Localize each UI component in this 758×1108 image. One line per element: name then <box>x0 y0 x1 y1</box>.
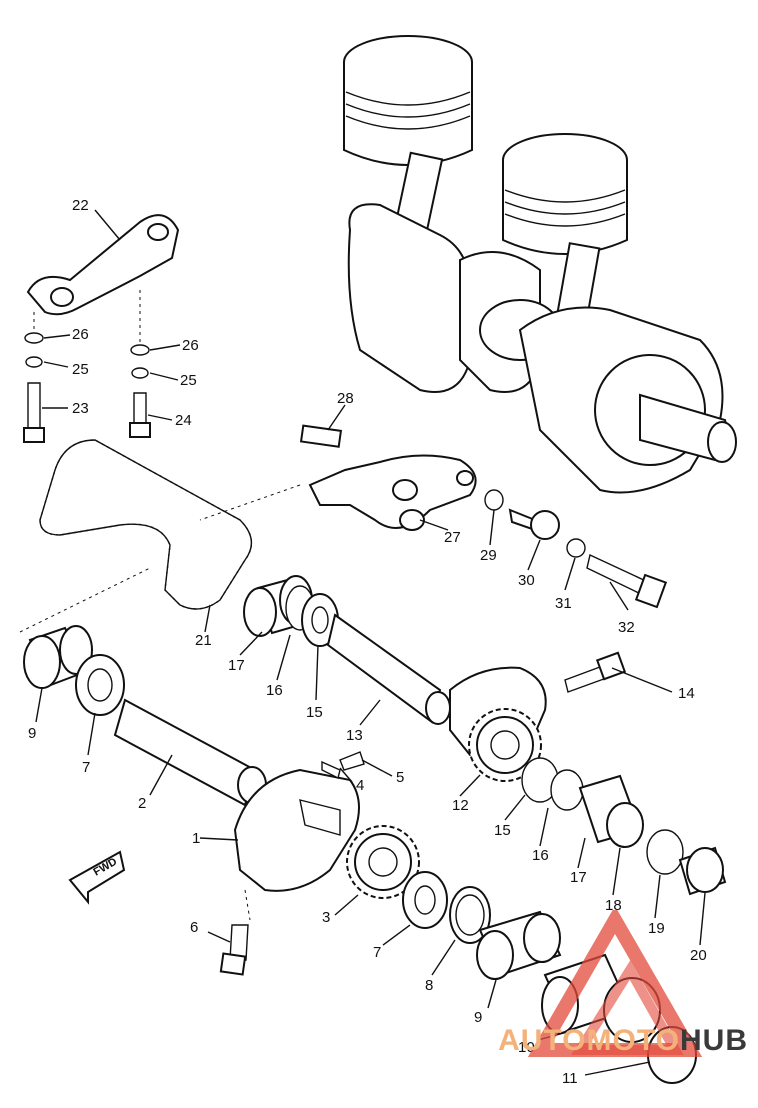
callout-25b: 25 <box>180 372 197 389</box>
leader-lines <box>35 209 706 1076</box>
watermark-text-part2: HUB <box>680 1024 748 1057</box>
callout-7a: 7 <box>82 759 90 776</box>
callout-18: 18 <box>605 897 622 914</box>
callout-28: 28 <box>337 390 354 407</box>
crankshaft <box>347 203 737 494</box>
callout-15b: 15 <box>494 822 511 839</box>
callout-27: 27 <box>444 529 461 546</box>
holder-1 <box>233 751 365 892</box>
watermark-logo <box>527 910 703 1057</box>
callout-29: 29 <box>480 547 497 564</box>
tensioner-arm <box>26 214 180 316</box>
watermark-text: AUTOMOTOHUB <box>498 1024 748 1058</box>
watermark-text-part1: AUTOMOTO <box>498 1024 680 1057</box>
right-bearing-parts <box>521 757 727 896</box>
callout-25a: 25 <box>72 361 89 378</box>
callout-9a: 9 <box>28 725 36 742</box>
sprocket-3 <box>346 825 420 899</box>
callout-23: 23 <box>72 400 89 417</box>
callout-17a: 17 <box>228 657 245 674</box>
callout-11: 11 <box>562 1070 578 1087</box>
callout-16a: 16 <box>266 682 283 699</box>
washers-bolts-left <box>23 290 151 443</box>
callout-21: 21 <box>195 632 212 649</box>
callout-8: 8 <box>425 977 433 994</box>
callout-13: 13 <box>346 727 363 744</box>
callout-22: 22 <box>72 197 89 214</box>
callout-20: 20 <box>690 947 707 964</box>
fwd-arrow-badge: FWD <box>68 850 126 905</box>
piston-left <box>343 35 473 259</box>
callout-24: 24 <box>175 412 192 429</box>
callout-2: 2 <box>138 795 146 812</box>
bolt-6 <box>219 924 249 976</box>
sprocket-12 <box>468 708 542 782</box>
callout-14: 14 <box>678 685 695 702</box>
cam-chain <box>39 439 253 610</box>
callout-10: 10 <box>518 1039 535 1056</box>
piston-right <box>502 133 628 358</box>
callout-31: 31 <box>555 595 572 612</box>
callout-26b: 26 <box>182 337 199 354</box>
callout-19: 19 <box>648 920 665 937</box>
callout-26a: 26 <box>72 326 89 343</box>
callout-30: 30 <box>518 572 535 589</box>
chain-guide <box>299 424 668 609</box>
callout-3: 3 <box>322 909 330 926</box>
callout-32: 32 <box>618 619 635 636</box>
callout-labels: 1 2 3 4 5 6 7 7 8 9 9 10 11 12 13 14 15 … <box>28 197 707 1087</box>
callout-4: 4 <box>356 777 364 794</box>
callout-17b: 17 <box>570 869 587 886</box>
callout-5: 5 <box>396 769 404 786</box>
lower-shaft-assembly <box>23 625 267 807</box>
callout-16b: 16 <box>532 847 549 864</box>
callout-12: 12 <box>452 797 469 814</box>
callout-1: 1 <box>192 830 200 847</box>
callout-6: 6 <box>190 919 198 936</box>
callout-7b: 7 <box>373 944 381 961</box>
alignment-lines <box>19 484 301 921</box>
callout-9b: 9 <box>474 1009 482 1026</box>
callout-15a: 15 <box>306 704 323 721</box>
bolt-14 <box>564 651 627 693</box>
bearing-9-lower <box>476 910 562 980</box>
